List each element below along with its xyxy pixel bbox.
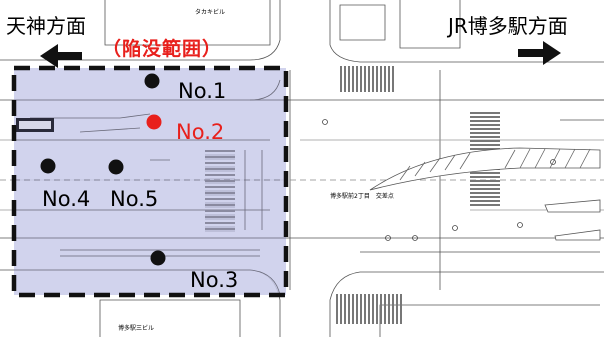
direction-right-label: JR博多駅方面 [448, 14, 568, 38]
crosswalk-top [340, 66, 394, 92]
point-no1-marker [144, 73, 160, 89]
top-building-text: タカキビル [195, 8, 225, 16]
direction-left-label: 天神方面 [6, 14, 86, 38]
point-no2-marker [146, 114, 162, 130]
collapse-zone-label: （陥没範囲） [102, 38, 223, 60]
point-no2-label: No.2 [176, 120, 225, 144]
collapse-zone-border [11, 65, 289, 298]
crosswalk-in-zone [205, 150, 235, 230]
point-no5-marker [108, 159, 124, 175]
bottom-building-text: 博多駅三ビル [118, 324, 154, 332]
map-markers [322, 119, 556, 241]
crosswalk-bottom [336, 294, 402, 324]
point-no4-marker [40, 158, 56, 174]
zone-inner-lines [14, 79, 286, 296]
point-no1-label: No.1 [178, 79, 227, 103]
point-no3-label: No.3 [190, 268, 239, 292]
median-island [369, 147, 601, 241]
arrow-right-icon [518, 41, 561, 65]
road-sign-inner [19, 121, 51, 129]
intersection-text: 博多駅前2丁目 交差点 [330, 192, 394, 200]
point-no5-label: No.5 [110, 187, 159, 211]
arrow-left-icon [40, 44, 82, 68]
collapse-zone [14, 68, 286, 295]
point-no4-label: No.4 [42, 187, 91, 211]
point-no3-marker [150, 250, 166, 266]
